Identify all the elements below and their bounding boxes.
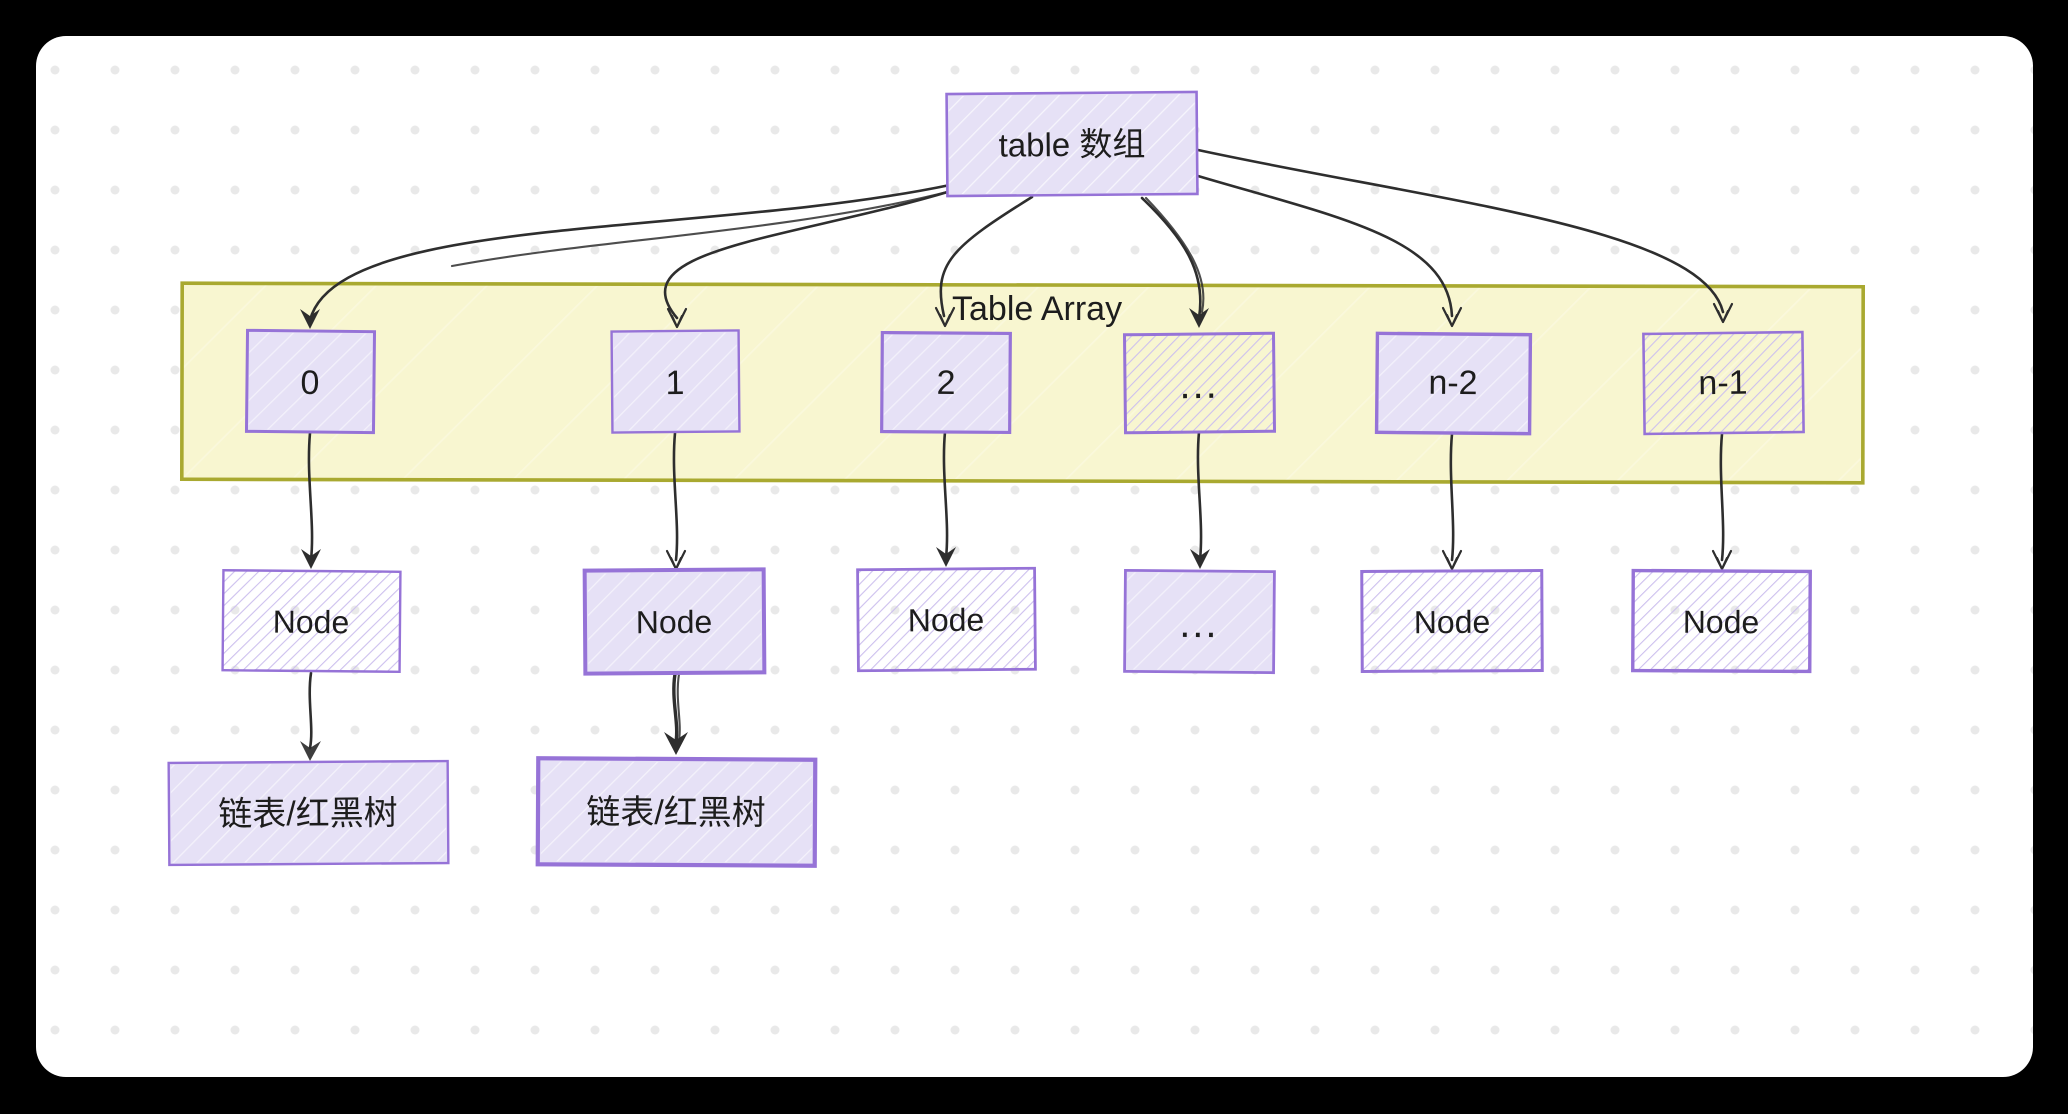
array-cell-5[interactable]: n-1	[1642, 330, 1805, 436]
hollow-arrowhead-icon	[934, 306, 956, 328]
node-box-0[interactable]: Node	[221, 569, 402, 673]
box-outline	[1122, 331, 1277, 435]
box-outline	[856, 566, 1037, 673]
box-texture	[587, 572, 762, 671]
node-box-label: Node	[273, 604, 350, 641]
root-box-label: table 数组	[998, 125, 1145, 163]
bucket-box-label: 链表/红黑树	[218, 794, 398, 833]
arrow-root-to-cell-0[interactable]	[300, 183, 953, 329]
node-box-5[interactable]: Node	[1631, 568, 1812, 674]
hollow-arrowhead-icon	[1441, 549, 1463, 571]
box-texture	[170, 763, 447, 863]
hollow-arrowhead-icon	[1712, 302, 1734, 324]
array-cell-label: 1	[665, 364, 684, 402]
box-outline	[221, 569, 402, 673]
arrow-cell-3-to-node-3[interactable]	[1190, 430, 1210, 569]
solid-arrowhead-icon	[1189, 308, 1209, 328]
arrow-cell-2-to-node-2[interactable]	[936, 430, 956, 567]
box-outline	[1360, 569, 1544, 673]
table-array-label: Table Array	[952, 290, 1122, 328]
array-cell-label: n-2	[1428, 364, 1477, 402]
box-texture	[540, 761, 813, 863]
array-cell-0[interactable]: 0	[244, 328, 377, 435]
arrow-cell-0-to-node-0[interactable]	[301, 431, 321, 569]
node-box-1[interactable]: Node	[582, 567, 767, 676]
bucket-box-0[interactable]: 链表/红黑树	[167, 759, 450, 867]
hollow-arrowhead-icon	[1711, 549, 1733, 571]
solid-arrowhead-icon	[936, 547, 956, 567]
root-box[interactable]: table 数组	[945, 90, 1199, 198]
node-box-label: Node	[1683, 604, 1760, 640]
node-box-label: Node	[636, 604, 713, 641]
box-texture	[1378, 335, 1529, 432]
node-box-4[interactable]: Node	[1360, 569, 1544, 673]
node-box-label: Node	[1414, 604, 1491, 640]
dot-grid-background	[36, 36, 2033, 1077]
array-cell-3[interactable]: ...	[1122, 331, 1277, 435]
box-outline	[1642, 330, 1805, 436]
box-outline	[1631, 568, 1812, 674]
box-texture	[1126, 572, 1273, 671]
box-texture	[883, 334, 1009, 431]
box-texture	[613, 332, 738, 431]
arrow-root-to-cell-3[interactable]	[1140, 196, 1209, 328]
hollow-arrowhead-icon	[1441, 306, 1463, 328]
array-cell-4[interactable]: n-2	[1374, 331, 1533, 436]
hollow-arrowhead-icon	[666, 307, 688, 329]
solid-arrowhead-icon	[301, 549, 321, 569]
array-cell-1[interactable]: 1	[610, 329, 741, 434]
bucket-box-label: 链表/红黑树	[586, 794, 766, 833]
array-cell-label: ...	[1179, 363, 1219, 407]
solid-arrowhead-icon	[300, 309, 320, 329]
arrow-root-to-cell-2[interactable]	[934, 195, 1034, 328]
array-cell-label: 0	[300, 364, 319, 402]
arrow-root-to-cell-1[interactable]	[663, 189, 953, 329]
arrow-node-1-to-bucket-1[interactable]	[664, 672, 688, 755]
array-cell-label: 2	[936, 364, 955, 402]
solid-arrowhead-icon	[664, 732, 688, 755]
arrow-cell-5-to-node-5[interactable]	[1711, 432, 1733, 571]
node-box-3[interactable]: ...	[1123, 568, 1276, 675]
array-cell-2[interactable]: 2	[880, 330, 1012, 435]
array-cell-label: n-1	[1698, 364, 1748, 403]
node-box-2[interactable]: Node	[856, 566, 1037, 673]
solid-arrowhead-icon	[1190, 549, 1210, 569]
solid-arrowhead-icon	[300, 741, 321, 761]
arrow-cell-4-to-node-4[interactable]	[1441, 432, 1463, 571]
box-texture	[948, 93, 1196, 195]
box-texture	[248, 332, 373, 431]
arrow-root-to-cell-4[interactable]	[1196, 174, 1463, 328]
node-box-label: ...	[1179, 602, 1219, 646]
bucket-box-1[interactable]: 链表/红黑树	[535, 756, 818, 868]
arrow-node-0-to-bucket-0[interactable]	[300, 671, 321, 761]
node-box-label: Node	[908, 602, 985, 639]
arrow-root-to-cell-5[interactable]	[1196, 148, 1734, 324]
